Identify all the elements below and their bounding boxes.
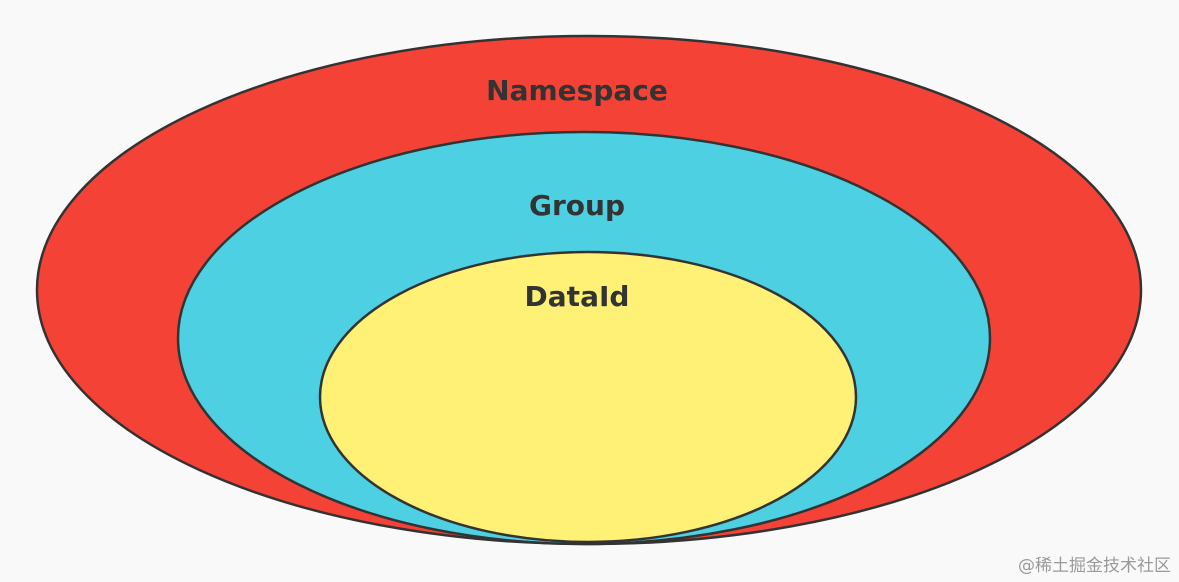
group-label: Group xyxy=(529,189,625,222)
namespace-label: Namespace xyxy=(486,74,668,107)
dataid-ellipse xyxy=(318,250,858,544)
dataid-label: DataId xyxy=(525,280,630,313)
watermark: @稀土掘金技术社区 xyxy=(1018,556,1171,576)
